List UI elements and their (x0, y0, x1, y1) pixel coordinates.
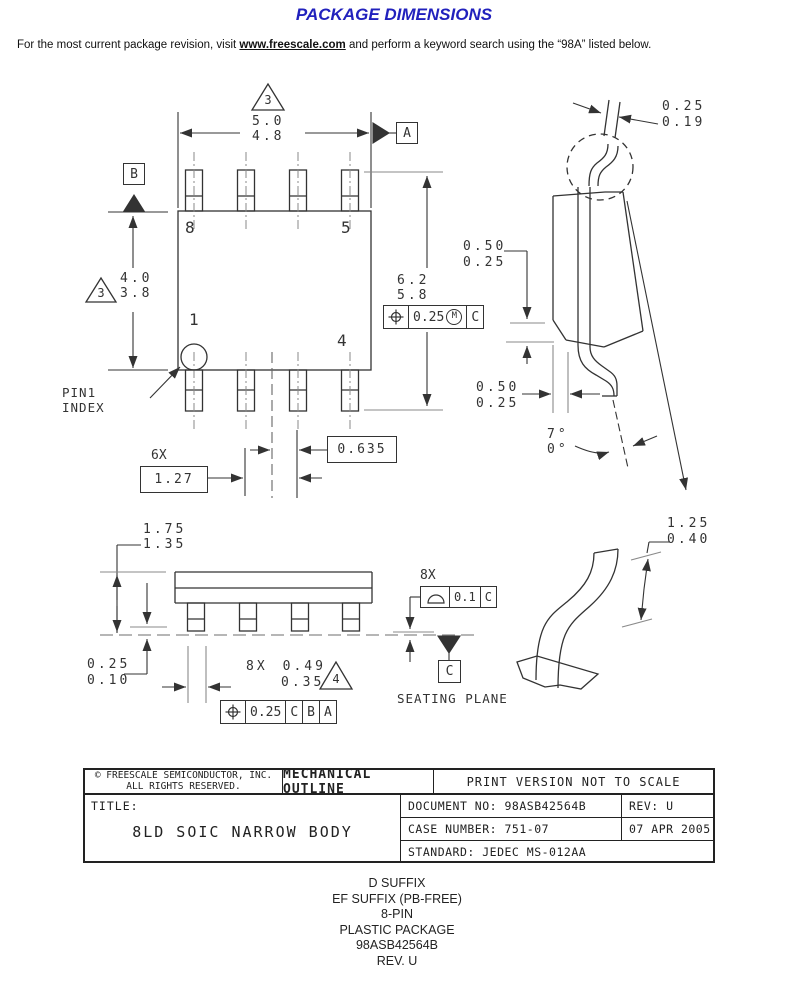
title-label: TITLE: (91, 799, 139, 813)
suffix-line-ef: EF SUFFIX (PB-FREE) (332, 891, 462, 906)
package-summary: D SUFFIX EF SUFFIX (PB-FREE) 8-PIN PLAST… (272, 876, 522, 969)
dim-height-max: 4.0 (120, 271, 153, 286)
copyright-line-1: © FREESCALE SEMICONDUCTOR, INC. (94, 770, 273, 781)
dim-span-min: 5.8 (397, 288, 430, 303)
detail-circle (566, 133, 634, 201)
pin1-index-label-1: PIN1 (62, 385, 97, 400)
pin-8: 8 (185, 218, 195, 237)
date: 07 APR 2005 (621, 818, 713, 840)
fcf-tolerance: 0.25 (413, 309, 445, 325)
dim-height-min: 3.8 (120, 286, 153, 301)
position-tolerance-icon (221, 701, 246, 723)
pin-1: 1 (189, 310, 199, 329)
datum-c-box: C (438, 660, 461, 683)
dim-standoff-min: 0.25 (463, 255, 507, 270)
datum-b-box: B (123, 163, 145, 185)
pin-count-line: 8-PIN (381, 907, 413, 921)
foot-detail-outline (516, 548, 619, 690)
revision-number: 3 (264, 93, 272, 107)
position-tolerance-icon (384, 306, 409, 328)
pitch-count-label: 6X (151, 448, 167, 463)
top-view-outline (177, 152, 372, 430)
dim-lead-count-width: 8X 0.49 (246, 660, 326, 673)
revision-number: 3 (97, 286, 105, 300)
top-view-dimensions (108, 112, 396, 498)
pin-4: 4 (337, 331, 347, 350)
feature-control-frame-position-front: 0.25 C B A (220, 700, 337, 724)
dim-standoff-max: 0.50 (463, 239, 507, 254)
dim-lead-width-max: 0.50 (476, 380, 520, 395)
dim-width-min: 4.8 (252, 129, 285, 144)
pin1-index-dot (180, 343, 208, 371)
document-no: DOCUMENT NO: 98ASB42564B (408, 799, 587, 813)
pin1-index-label-2: INDEX (62, 400, 105, 415)
page-title: PACKAGE DIMENSIONS (295, 5, 493, 24)
datum-a-box: A (396, 122, 418, 144)
document-number-line: 98ASB42564B (355, 938, 438, 952)
fcf-tolerance: 0.25 (246, 701, 287, 723)
coplanarity-count-label: 8X (420, 568, 436, 583)
fcf-datum-3: A (323, 704, 332, 720)
fcf-datum-1: C (286, 701, 304, 723)
datum-c-flag (436, 635, 462, 655)
case-number: CASE NUMBER: 751-07 (408, 822, 550, 836)
copyright-line-2: ALL RIGHTS RESERVED. (126, 780, 241, 792)
freescale-link[interactable]: www.freescale.com (239, 39, 346, 51)
dim-lead-width-min: 0.25 (476, 396, 520, 411)
dim-foot-min: 0.40 (667, 532, 711, 547)
dim-front-standoff-min: 0.10 (87, 673, 131, 688)
revision-triangle-3-top: 3 (250, 82, 286, 112)
pitch-dim-box: 1.27 (140, 466, 208, 493)
standard: STANDARD: JEDEC MS-012AA (408, 845, 587, 859)
dim-angle-max: 7° (547, 427, 569, 442)
revision: REV: U (621, 795, 713, 817)
profile-of-surface-icon (421, 587, 450, 607)
lead-count: 8X (246, 659, 268, 674)
side-view-dimensions (364, 102, 689, 491)
mmc-modifier-icon: M (446, 309, 463, 325)
revision-triangle-3-left: 3 (84, 276, 118, 304)
package-type-line: PLASTIC PACKAGE (339, 922, 455, 937)
intro-text: For the most current package revision, v… (17, 39, 651, 51)
fcf-datum: C (471, 309, 480, 325)
dim-lead-tip-min: 0.19 (662, 115, 706, 130)
front-view-outline (100, 571, 478, 636)
revision-triangle-4: 4 (318, 660, 354, 691)
title-block: © FREESCALE SEMICONDUCTOR, INC. ALL RIGH… (83, 767, 715, 863)
suffix-line-d: D SUFFIX (368, 876, 426, 890)
copyright-cell: © FREESCALE SEMICONDUCTOR, INC. ALL RIGH… (85, 770, 283, 793)
dim-width-max: 5.0 (252, 114, 285, 129)
dim-lead-width-min-front: 0.35 (281, 675, 325, 690)
dim-body-height-min: 1.35 (143, 537, 187, 552)
package-title: 8LD SOIC NARROW BODY (132, 823, 353, 841)
title-cell: TITLE: 8LD SOIC NARROW BODY (85, 795, 401, 863)
dim-lead-tip-max: 0.25 (662, 99, 706, 114)
half-pitch-dim-box: 0.635 (327, 436, 397, 463)
fcf-tolerance: 0.1 (450, 587, 481, 607)
dim-angle-min: 0° (547, 442, 569, 457)
foot-detail-dimensions (621, 541, 670, 628)
revision-line: REV. U (376, 953, 418, 968)
intro-suffix: and perform a keyword search using the “… (345, 39, 652, 51)
lead-width-max: 0.49 (282, 659, 326, 674)
fcf-datum-2: B (303, 701, 320, 723)
fcf-datum: C (484, 590, 492, 604)
feature-control-frame-profile: 0.1 C (420, 586, 497, 608)
pin-5: 5 (341, 218, 351, 237)
side-view-outline (552, 99, 644, 397)
seating-plane-label: SEATING PLANE (397, 691, 508, 706)
dim-foot-max: 1.25 (667, 516, 711, 531)
dim-body-height-max: 1.75 (143, 522, 187, 537)
front-view-dimensions (100, 544, 462, 703)
dim-span-max: 6.2 (397, 273, 430, 288)
revision-number: 4 (332, 672, 340, 686)
dim-front-standoff-max: 0.25 (87, 657, 131, 672)
mechanical-outline-cell: MECHANICAL OUTLINE (283, 767, 434, 797)
intro-prefix: For the most current package revision, v… (17, 39, 240, 51)
print-note-cell: PRINT VERSION NOT TO SCALE (466, 774, 681, 789)
